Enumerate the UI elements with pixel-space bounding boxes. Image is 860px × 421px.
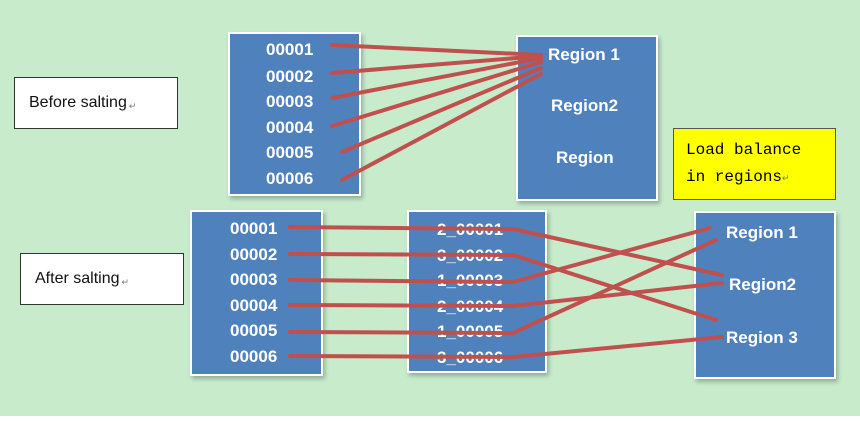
before-regions-block: Region 1 Region2 Region [516,35,658,201]
connector-line [511,226,712,284]
after-keys-block: 00001 00002 00003 00004 00005 00006 [190,210,323,376]
connector-line [330,60,543,128]
after-key: 00006 [230,347,278,366]
after-salting-label: After salting↵ [20,253,184,305]
after-region: Region 3 [726,328,798,347]
before-keys-block: 00001 00002 00003 00004 00005 00006 [228,32,361,196]
connector-line [288,303,515,308]
bottom-strip [0,416,860,421]
connector-line [340,66,543,154]
before-salting-text: Before salting [29,94,127,111]
after-key: 00003 [230,270,278,289]
before-key: 00004 [266,118,314,137]
before-return-mark: ↵ [128,100,137,111]
after-key: 00004 [230,296,278,315]
after-key: 00002 [230,245,278,264]
before-region: Region2 [551,96,619,115]
connector-line [288,354,515,359]
connector-line [330,54,543,75]
note-return-mark: ↵ [782,173,790,183]
connector-line [330,43,543,57]
connector-line [330,56,543,100]
connector-line [288,330,515,335]
after-return-mark: ↵ [121,276,130,287]
after-region: Region2 [729,275,797,294]
before-key: 00003 [266,92,314,111]
before-key: 00005 [266,143,314,162]
after-salting-text: After salting [35,270,120,287]
after-key: 00001 [230,219,278,238]
note-line-2: in regions [686,168,783,186]
connector-line [288,225,515,231]
connector-line [340,72,543,182]
before-salting-label: Before salting↵ [14,77,178,129]
after-region: Region 1 [726,223,798,242]
before-key: 00002 [266,67,314,86]
connector-line [288,278,515,284]
before-region: Region 1 [548,45,620,64]
connector-line [288,252,515,257]
load-balance-note: Load balance in regions↵ [673,128,836,200]
after-key: 00005 [230,321,278,340]
before-region: Region [556,148,614,167]
before-key: 00006 [266,169,314,188]
connector-line [511,335,724,359]
connector-line [511,238,718,335]
before-key: 00001 [266,40,314,59]
note-line-1: Load balance [686,141,802,159]
connector-line [511,281,724,308]
